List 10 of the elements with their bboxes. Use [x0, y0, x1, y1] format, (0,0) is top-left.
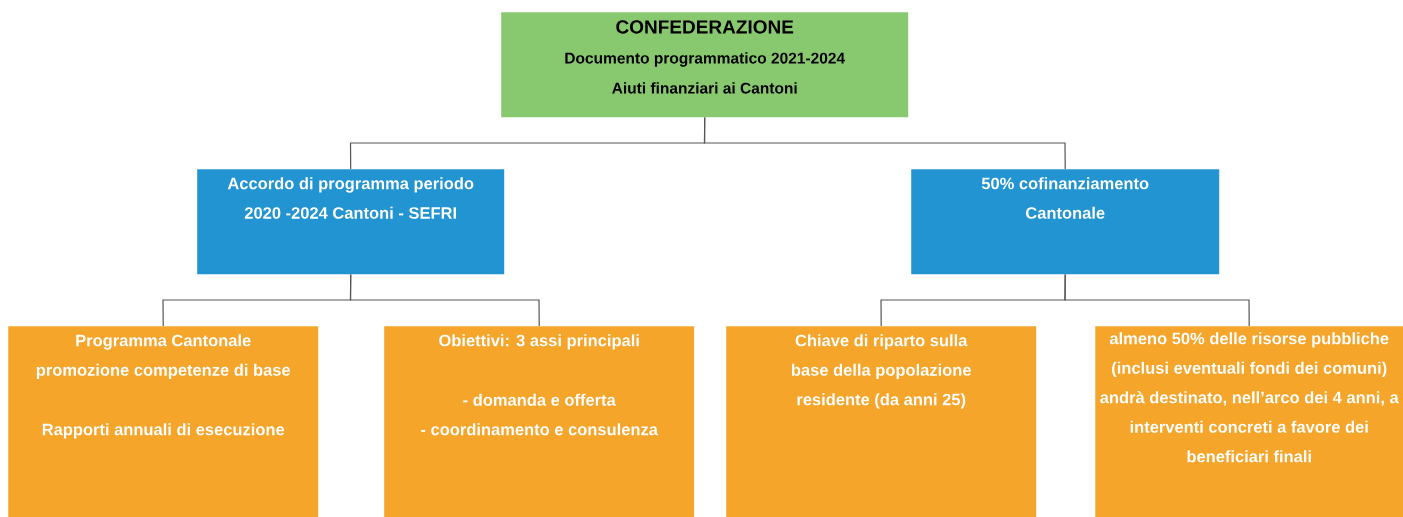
- program-box: 50% cofinanziamento Cantonale: [911, 169, 1220, 275]
- program-box: Accordo di programma periodo 2020 -2024 Cantoni - SEFRI: [197, 169, 505, 275]
- detail-box: almeno 50% delle risorse pubbliche (inclusi eventuali fondi dei comuni) andrà destinato, nell’arco dei 4 anni, a interventi concreti a favore dei beneficiari finali: [1095, 326, 1403, 517]
- connector-line: [349, 273, 540, 327]
- connector-line: [703, 116, 1066, 170]
- header-box: CONFEDERAZIONE Documento programmatico 2021-2024 Aiuti finanziari ai Cantoni: [501, 12, 909, 118]
- detail-box: Obiettivi: 3 assi principali - domanda e offerta - coordinamento e consulenza: [384, 326, 695, 517]
- detail-box: Programma Cantonale promozione competenze di base Rapporti annuali di esecuzione: [8, 326, 319, 517]
- detail-box: Chiave di riparto sulla base della popolazione residente (da anni 25): [726, 326, 1037, 517]
- connector-line: [1064, 273, 1250, 327]
